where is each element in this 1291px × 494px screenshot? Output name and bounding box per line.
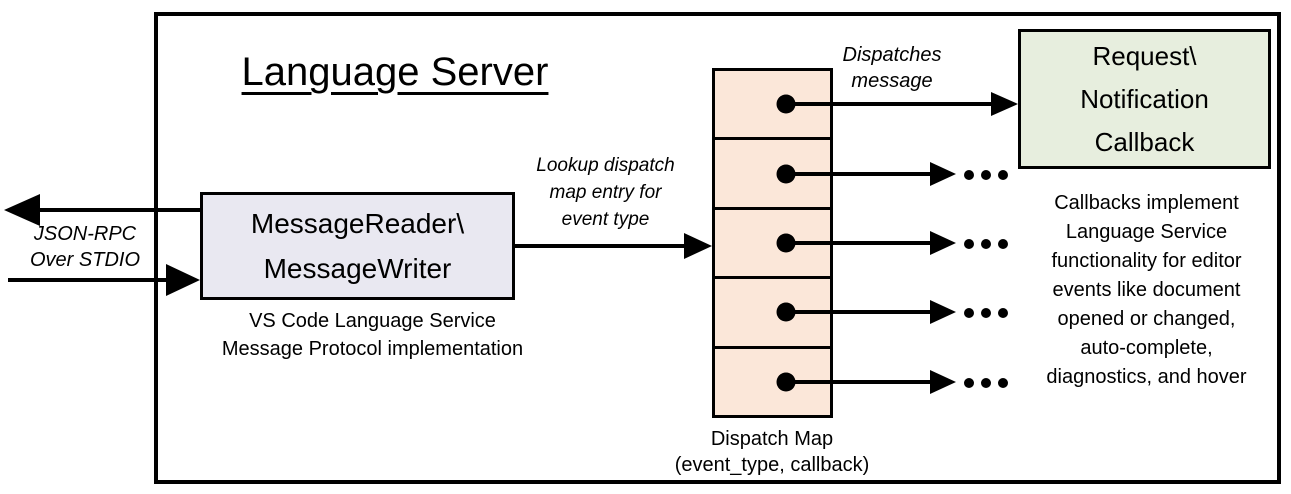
dispatch-map-cell [715,140,830,210]
message-box-line2: MessageWriter [263,253,452,284]
dispatch-map-cell [715,349,830,415]
callback-box-line2: Notification [1080,83,1209,114]
dispatches-label-line1: Dispatches [842,44,942,66]
lookup-label-line3: event type [561,209,650,230]
message-box-caption: VS Code Language Service Message Protoco… [185,307,560,363]
ellipsis-dot [964,238,974,249]
request-notification-callback-box: Request\ Notification Callback [1018,29,1271,169]
ellipsis-dot [998,238,1008,249]
callbacks-note-line: events like document [1052,279,1241,301]
ellipsis-dot [964,169,974,180]
dispatch-map-caption: Dispatch Map (event_type, callback) [652,426,892,478]
message-reader-writer-box: MessageReader\ MessageWriter [200,192,515,300]
callbacks-note: Callbacks implement Language Service fun… [1030,189,1263,392]
dispatch-map [712,68,833,418]
callbacks-note-line: diagnostics, and hover [1046,366,1247,388]
ellipsis-dot [981,238,991,249]
dispatch-map-cell [715,210,830,280]
callbacks-note-line: Callbacks implement [1054,192,1239,214]
ellipsis-dot [981,377,991,388]
language-server-box [154,12,1281,484]
callbacks-note-line: functionality for editor [1051,250,1242,272]
callbacks-note-line: opened or changed, [1057,308,1236,330]
callback-box-line1: Request\ [1092,40,1197,71]
ellipsis-dot [964,307,974,318]
ellipsis-dot [998,377,1008,388]
ellipsis-dot [998,307,1008,318]
page-title: Language Server [215,50,575,95]
ellipsis-icon [964,307,1008,318]
callback-box-line3: Callback [1094,126,1195,157]
dispatches-message-label: Dispatches message [828,42,956,94]
page-title-text: Language Server [241,50,549,94]
callbacks-note-line: auto-complete, [1080,337,1213,359]
stdio-label: JSON-RPC Over STDIO [10,221,160,273]
message-box-caption-line2: Message Protocol implementation [221,338,524,360]
dispatch-map-caption-line1: Dispatch Map [710,428,834,450]
stdio-label-line2: Over STDIO [29,249,140,271]
ellipsis-icon [964,238,1008,249]
message-box-caption-line1: VS Code Language Service [249,310,496,332]
lookup-label-line1: Lookup dispatch [536,155,675,176]
ellipsis-dot [964,377,974,388]
message-box-line1: MessageReader\ [250,208,465,239]
ellipsis-dot [981,169,991,180]
lookup-label-line2: map entry for [549,182,662,203]
ellipsis-icon [964,169,1008,180]
dispatch-map-caption-line2: (event_type, callback) [674,454,870,476]
stdio-label-line1: JSON-RPC [33,223,137,245]
ellipsis-dot [998,169,1008,180]
ellipsis-dot [981,307,991,318]
lookup-dispatch-label: Lookup dispatch map entry for event type [513,152,698,233]
dispatch-map-cell [715,71,830,141]
dispatch-map-cell [715,279,830,349]
ellipsis-icon [964,377,1008,388]
dispatches-label-line2: message [851,70,933,92]
callbacks-note-line: Language Service [1065,221,1228,243]
